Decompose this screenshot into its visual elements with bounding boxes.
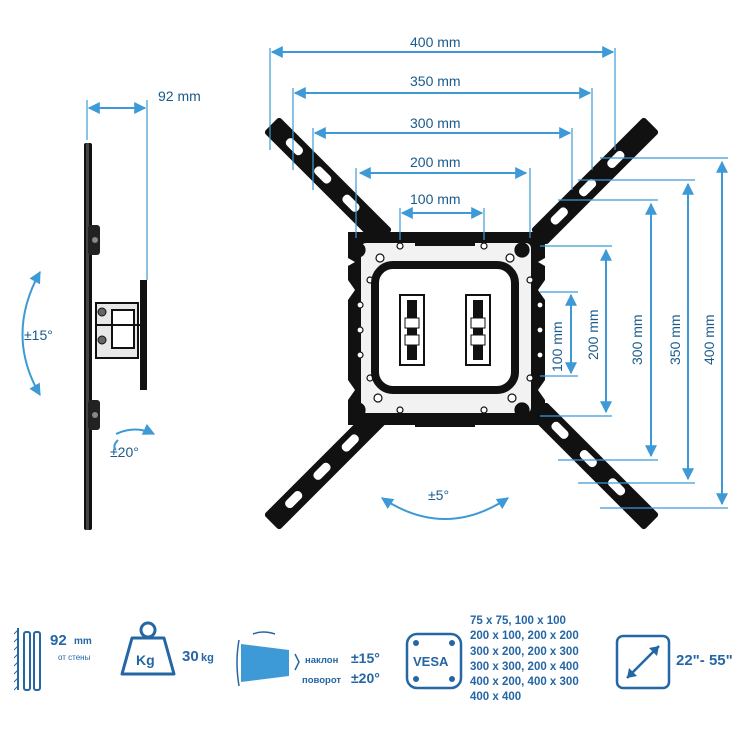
dim-h-350: 350 mm <box>410 73 461 89</box>
vesa-item: 300 x 200, 200 x 300 <box>470 645 579 658</box>
vesa-list: 75 x 75, 100 x 100 200 x 100, 200 x 200 … <box>470 614 610 706</box>
side-view: 92 mm ±15° ±20° <box>21 88 201 530</box>
weight-value: 30 <box>182 648 199 665</box>
arm-bottom-left <box>264 402 392 530</box>
left-rail <box>399 294 425 366</box>
dim-h-200: 200 mm <box>410 154 461 170</box>
swivel-label: ±20° <box>110 444 139 460</box>
arm-top-right <box>531 117 659 245</box>
central-plate <box>348 232 545 427</box>
depth-label: 92 mm <box>158 88 201 104</box>
dim-h-300: 300 mm <box>410 115 461 131</box>
screen-size-icon <box>615 634 671 690</box>
tilt-value: ±15° <box>351 650 380 666</box>
weight-icon-label: Kg <box>136 652 155 668</box>
distance-value: 92 <box>50 632 67 649</box>
rotate-label: ±5° <box>428 487 449 503</box>
vesa-item: 400 x 200, 400 x 300 <box>470 676 579 689</box>
dim-v-400: 400 mm <box>701 314 717 365</box>
vesa-item: 300 x 300, 200 x 400 <box>470 660 579 673</box>
arm-bottom-right <box>531 402 659 530</box>
tv-plate <box>140 280 147 390</box>
vesa-item: 75 x 75, 100 x 100 <box>470 615 566 627</box>
dim-h-400: 400 mm <box>410 34 461 50</box>
distance-caption: от стены <box>58 653 91 662</box>
dim-v-350: 350 mm <box>667 314 683 365</box>
vesa-item: 200 x 100, 200 x 200 <box>470 630 579 643</box>
vertical-dimensions: 100 mm 200 mm 300 mm 350 mm 400 mm <box>540 157 728 509</box>
dim-v-300: 300 mm <box>629 314 645 365</box>
vesa-icon-label: VESA <box>413 654 449 669</box>
front-view: 400 mm 350 mm 300 mm 200 mm 100 mm 100 m… <box>264 34 728 530</box>
distance-unit: mm <box>74 636 92 647</box>
weight-icon: Kg <box>120 621 176 676</box>
vesa-icon: VESA <box>405 632 463 690</box>
screen-size-value: 22"- 55" <box>676 652 733 669</box>
wall-distance-icon <box>14 628 41 691</box>
tilt-label: ±15° <box>24 327 53 343</box>
weight-unit: kg <box>201 652 214 664</box>
dim-v-100: 100 mm <box>549 321 565 372</box>
arm-top-left <box>264 117 392 245</box>
rotate-arc <box>381 497 509 520</box>
horizontal-dimensions: 400 mm 350 mm 300 mm 200 mm 100 mm <box>269 34 616 240</box>
dim-h-100: 100 mm <box>410 191 461 207</box>
spec-strip: 92 mm от стены Kg 30 kg наклон ±15° пово… <box>0 612 750 742</box>
dim-v-200: 200 mm <box>585 309 601 360</box>
swivel-label: поворот <box>302 675 342 686</box>
swivel-value: ±20° <box>351 670 380 686</box>
right-rail <box>465 294 491 366</box>
tilt-swivel-icon <box>236 631 300 687</box>
tilt-label: наклон <box>305 655 339 666</box>
vesa-item: 400 x 400 <box>470 691 522 704</box>
